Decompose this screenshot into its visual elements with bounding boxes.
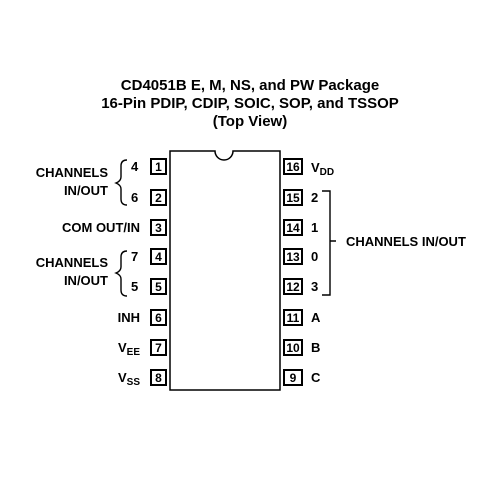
- pin-11-label: A: [311, 310, 321, 325]
- pin-1-label: 4: [131, 159, 139, 174]
- chip-body: [169, 150, 281, 391]
- pin-12-label: 3: [311, 279, 319, 294]
- pin-6: 6: [150, 309, 167, 326]
- pin-7-label: VEE: [117, 340, 140, 358]
- pin-16-label: VDD: [311, 160, 335, 178]
- pin-5: 5: [150, 278, 167, 295]
- pin-3-label: COM OUT/IN: [62, 220, 140, 235]
- pin-2: 2: [150, 189, 167, 206]
- left-top-brace: [114, 159, 128, 206]
- pin-8-label: VSS: [117, 370, 140, 388]
- left-top-group-line-1: CHANNELS: [35, 165, 108, 180]
- pin-15: 15: [283, 189, 303, 206]
- title-line-1: CD4051B E, M, NS, and PW Package: [120, 77, 380, 94]
- pin-12: 12: [283, 278, 303, 295]
- pin-4: 4: [150, 248, 167, 265]
- pin-16: 16: [283, 158, 303, 175]
- left-top-group-line-2: IN/OUT: [63, 183, 108, 198]
- pin-10: 10: [283, 339, 303, 356]
- pin-14-label: 1: [311, 220, 319, 235]
- pin-2-label: 6: [131, 190, 139, 205]
- pin-8: 8: [150, 369, 167, 386]
- pin-9-label: C: [311, 370, 321, 385]
- pin-10-label: B: [311, 340, 321, 355]
- pin-13-label: 0: [311, 249, 319, 264]
- left-bottom-group-line-2: IN/OUT: [63, 273, 108, 288]
- right-bracket: [322, 190, 336, 296]
- pin-13: 13: [283, 248, 303, 265]
- pin-1: 1: [150, 158, 167, 175]
- pin-4-label: 7: [131, 249, 139, 264]
- pin-7: 7: [150, 339, 167, 356]
- pin-5-label: 5: [131, 279, 139, 294]
- pin-15-label: 2: [311, 190, 319, 205]
- right-group-label: CHANNELS IN/OUT: [346, 234, 466, 249]
- title-line-2: 16-Pin PDIP, CDIP, SOIC, SOP, and TSSOP: [101, 95, 399, 112]
- pin-9: 9: [283, 369, 303, 386]
- pin-6-label: INH: [117, 310, 140, 325]
- left-bottom-group-line-1: CHANNELS: [35, 255, 108, 270]
- pin-3: 3: [150, 219, 167, 236]
- pin-11: 11: [283, 309, 303, 326]
- pin-14: 14: [283, 219, 303, 236]
- title-line-3: (Top View): [212, 113, 288, 130]
- left-bottom-brace: [114, 250, 128, 297]
